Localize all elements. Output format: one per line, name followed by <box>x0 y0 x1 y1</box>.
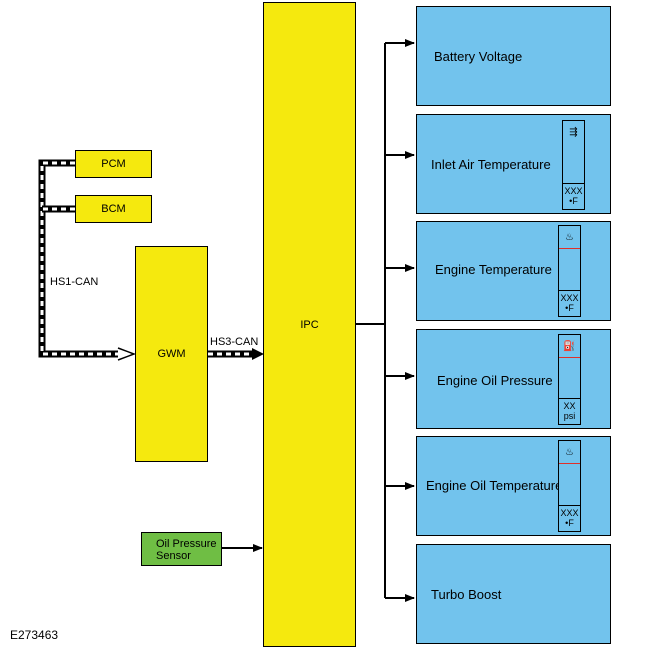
panel-label: Inlet Air Temperature <box>431 157 551 172</box>
panel-label: Turbo Boost <box>431 587 502 602</box>
oil-temp-icon: ♨ <box>565 446 574 458</box>
inlet-air-temperature-panel: Inlet Air Temperature ⇶ XXX•F <box>416 114 611 214</box>
panel-label: Engine Oil Pressure <box>437 373 553 388</box>
gauge-value: XXX <box>560 293 579 303</box>
ipc-output-lines <box>355 39 415 602</box>
gwm-label: GWM <box>157 348 186 360</box>
panel-label: Battery Voltage <box>434 49 523 64</box>
engine-oil-temperature-panel: Engine Oil Temperature ♨ XXX•F <box>416 436 611 536</box>
hs1-can-bus <box>38 159 137 361</box>
gwm-module: GWM <box>135 246 208 462</box>
bcm-label: BCM <box>101 203 126 215</box>
oil-pressure-sensor-label: Oil Pressure Sensor <box>156 538 217 562</box>
gauge-unit: •F <box>569 196 578 206</box>
figure-id: E273463 <box>10 628 59 642</box>
ipc-module: IPC <box>263 2 356 647</box>
hs3-can-label: HS3-CAN <box>210 336 259 348</box>
pcm-label: PCM <box>101 158 126 170</box>
coolant-temp-icon: ♨ <box>565 231 574 243</box>
bcm-module: BCM <box>75 195 152 223</box>
gauge-value: XXX <box>564 186 583 196</box>
hs1-can-label: HS1-CAN <box>50 276 99 288</box>
gauge-unit: •F <box>565 518 574 528</box>
gauge-unit: •F <box>565 303 574 313</box>
gauge-unit: psi <box>563 411 576 421</box>
air-intake-icon: ⇶ <box>569 126 578 138</box>
engine-temperature-panel: Engine Temperature ♨ XXX•F <box>416 221 611 321</box>
panel-label: Engine Temperature <box>435 262 552 277</box>
turbo-boost-panel: Turbo Boost <box>416 544 611 644</box>
gauge: ⇶ XXX•F <box>562 120 585 210</box>
battery-voltage-panel: Battery Voltage <box>416 6 611 106</box>
gauge-value: XX <box>563 401 576 411</box>
hs3-can-bus <box>208 348 264 360</box>
ipc-label: IPC <box>300 319 319 331</box>
oil-pressure-sensor: Oil Pressure Sensor <box>141 532 222 566</box>
oil-can-icon: ⛽ <box>563 340 576 352</box>
gauge-value: XXX <box>560 508 579 518</box>
pcm-module: PCM <box>75 150 152 178</box>
panel-label: Engine Oil Temperature <box>426 478 563 493</box>
gauge: ♨ XXX•F <box>558 440 581 532</box>
gauge: ♨ XXX•F <box>558 225 581 317</box>
